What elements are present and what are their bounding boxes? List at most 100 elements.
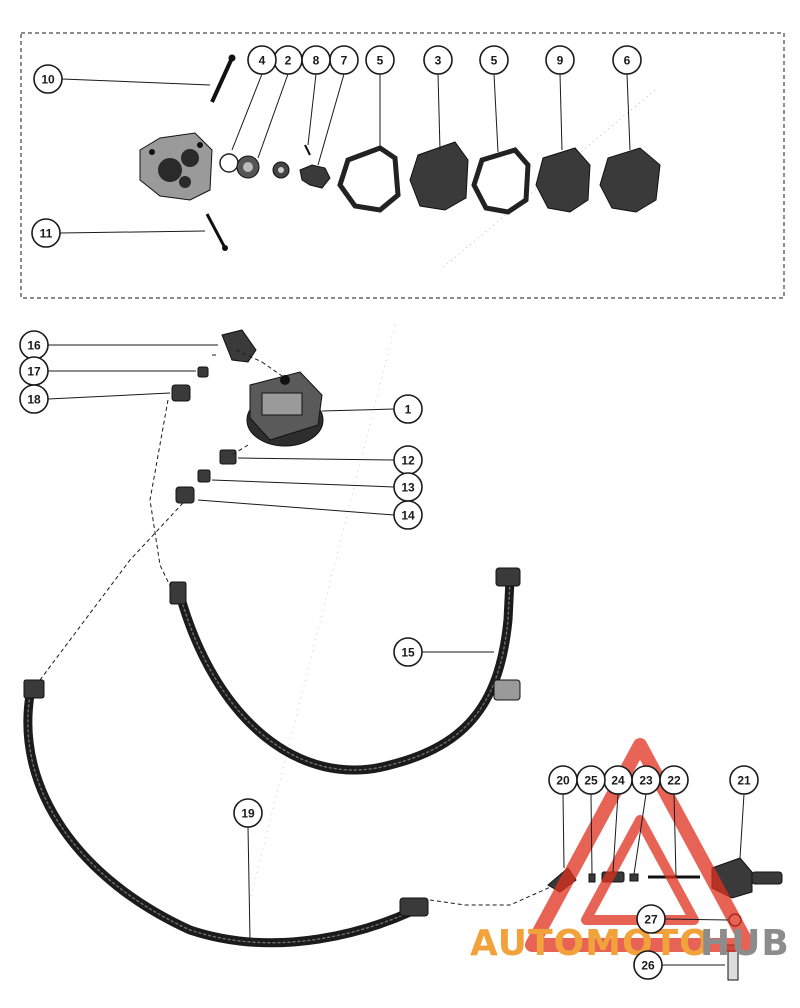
callout-label: 1	[405, 403, 412, 417]
callout-12: 12	[393, 445, 423, 475]
callout-label: 9	[557, 54, 564, 68]
leader-line-10	[61, 78, 211, 86]
o-ring-4	[219, 153, 239, 173]
callout-circle	[636, 904, 666, 934]
callout-27: 27	[636, 904, 666, 934]
callout-label: 16	[27, 339, 41, 353]
callout-label: 20	[556, 774, 570, 788]
callout-circle	[19, 384, 49, 414]
leader-line-7	[317, 73, 345, 166]
callout-label: 21	[737, 774, 751, 788]
leader-line-13	[211, 479, 395, 488]
leader-line-3	[437, 73, 441, 151]
callout-label: 11	[40, 227, 53, 241]
callout-label: 18	[27, 393, 41, 407]
elbow-fitting-16	[221, 329, 257, 363]
nut-14	[175, 486, 195, 504]
callout-label: 22	[667, 774, 681, 788]
callout-label: 6	[624, 54, 631, 68]
assembly-line-1	[212, 349, 286, 379]
sleeve-13	[197, 469, 211, 483]
leader-line-18	[47, 392, 171, 400]
callout-circle	[545, 45, 575, 75]
callout-14: 14	[393, 500, 423, 530]
gasket-5-left	[337, 145, 401, 213]
callout-18: 18	[19, 384, 49, 414]
callout-circle	[393, 394, 423, 424]
callout-9: 9	[545, 45, 575, 75]
valve-small	[272, 161, 290, 179]
leader-line-4	[231, 73, 263, 151]
hose-15	[169, 567, 521, 775]
callout-7: 7	[329, 45, 359, 75]
callout-circle	[233, 798, 263, 828]
callout-4: 4	[247, 45, 277, 75]
callout-label: 4	[259, 54, 266, 68]
leader-lines	[47, 73, 745, 966]
callout-6: 6	[612, 45, 642, 75]
leader-line-5	[493, 73, 499, 153]
callout-1: 1	[393, 394, 423, 424]
watermark-text-part2: HUB	[700, 923, 790, 964]
callout-19: 19	[233, 798, 263, 828]
fuel-pump-kit-box	[20, 32, 785, 299]
fuel-pump-body	[246, 371, 324, 447]
nut-18	[171, 384, 191, 402]
callout-circle	[479, 45, 509, 75]
callout-label: 2	[285, 54, 292, 68]
callout-label: 5	[491, 54, 498, 68]
callout-label: 5	[377, 54, 384, 68]
callout-circle	[393, 500, 423, 530]
callout-circle	[729, 765, 759, 795]
callout-circle	[576, 765, 606, 795]
callout-21: 21	[729, 765, 759, 795]
callout-circle	[633, 950, 663, 980]
callout-label: 24	[611, 774, 625, 788]
callout-label: 14	[401, 509, 415, 523]
assembly-line-3	[39, 502, 184, 681]
callout-20: 20	[548, 765, 578, 795]
callout-2: 2	[273, 45, 303, 75]
leader-line-9	[559, 73, 563, 151]
callout-22: 22	[659, 765, 689, 795]
callout-25: 25	[576, 765, 606, 795]
pump-cover	[139, 132, 213, 201]
leader-line-14	[197, 499, 395, 516]
retainer-7	[299, 164, 331, 189]
plate-6	[599, 147, 661, 213]
leader-line-8	[307, 73, 317, 146]
leader-line-19	[247, 826, 251, 941]
assembly-line-4	[231, 444, 249, 456]
diaphragm-9	[535, 147, 591, 213]
callout-label: 10	[41, 73, 55, 87]
leader-line-6	[626, 73, 631, 151]
callout-8: 8	[301, 45, 331, 75]
callout-label: 19	[241, 807, 255, 821]
callout-26: 26	[633, 950, 663, 980]
callout-label: 25	[584, 774, 598, 788]
gasket-5-right	[471, 147, 531, 215]
leader-line-24	[612, 793, 619, 873]
callout-3: 3	[423, 45, 453, 75]
callout-circle	[31, 218, 61, 248]
check-valve-2	[236, 155, 260, 179]
callout-10: 10	[33, 64, 63, 94]
callout-label: 8	[313, 54, 320, 68]
callout-label: 3	[435, 54, 442, 68]
screw-11	[205, 213, 228, 251]
assembly-line-5	[429, 884, 556, 906]
watermark-text-part1: AUTOMOTO	[470, 923, 711, 964]
callout-11: 11	[31, 218, 61, 248]
part-23	[629, 873, 639, 882]
leader-line-20	[562, 793, 565, 869]
leader-line-22	[673, 793, 677, 878]
callout-label: 12	[401, 454, 415, 468]
callout-17: 17	[19, 356, 49, 386]
callout-label: 7	[341, 54, 348, 68]
callout-15: 15	[393, 637, 423, 667]
assembly-line-2	[149, 399, 173, 591]
callout-23: 23	[631, 765, 661, 795]
callout-label: 17	[27, 365, 41, 379]
